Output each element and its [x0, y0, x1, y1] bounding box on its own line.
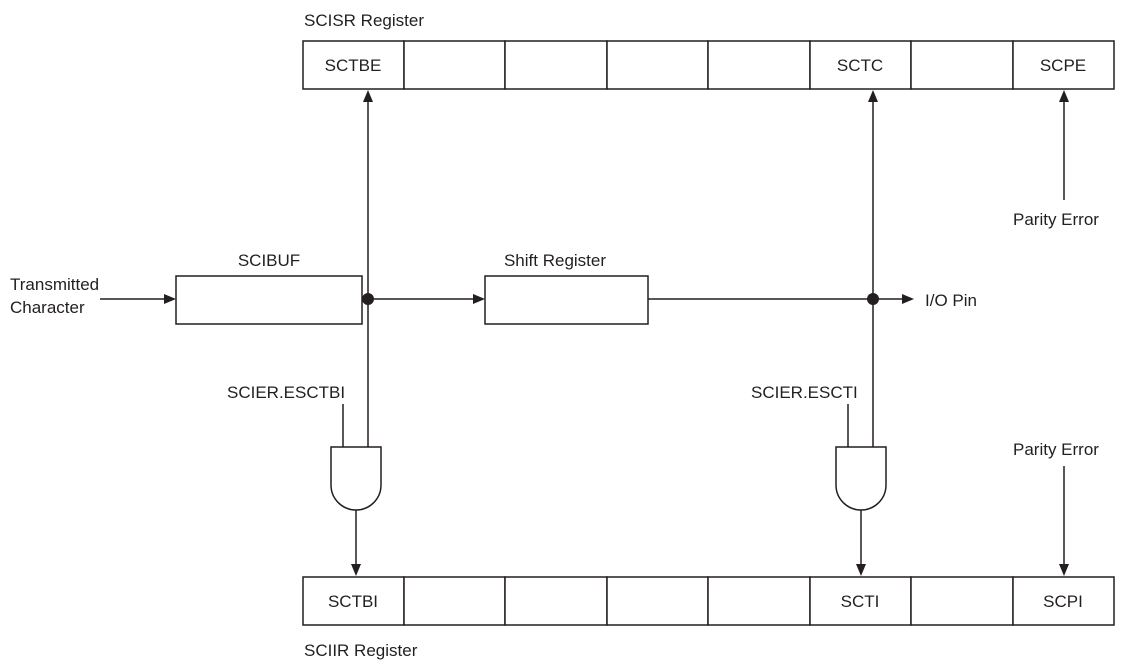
scisr-sctbe-label: SCTBE — [325, 56, 382, 75]
input-arrow — [164, 294, 176, 304]
sciir-register: SCTBI SCTI SCPI — [302, 576, 1115, 626]
shift-register-label: Shift Register — [504, 251, 606, 270]
scisr-cell-5 — [809, 40, 912, 90]
sciir-cell-7 — [1012, 576, 1115, 626]
sciir-register-title: SCIIR Register — [304, 641, 418, 660]
scisr-register: SCTBE SCTC SCPE — [302, 40, 1115, 90]
enable-scti-label: SCIER.ESCTI — [751, 383, 858, 402]
sciir-cell-5 — [809, 576, 912, 626]
scisr-sctc-label: SCTC — [837, 56, 883, 75]
scibuf-label: SCIBUF — [238, 251, 300, 270]
scisr-cell-0 — [302, 40, 405, 90]
scti-arrow — [856, 564, 866, 576]
parity-error-top-arrow — [1059, 90, 1069, 102]
sctbe-arrow — [363, 90, 373, 102]
scisr-cell-6 — [910, 40, 1014, 90]
sctbi-arrow — [351, 564, 361, 576]
parity-error-bottom-label: Parity Error — [1013, 440, 1099, 459]
transmitted-label-line2: Character — [10, 298, 85, 317]
sciir-scti-label: SCTI — [841, 592, 880, 611]
parity-error-bottom-arrow — [1059, 564, 1069, 576]
io-pin-arrow — [902, 294, 914, 304]
parity-error-top-label: Parity Error — [1013, 210, 1099, 229]
enable-sctbi-label: SCIER.ESCTBI — [227, 383, 345, 402]
sciir-cell-4 — [707, 576, 811, 626]
and-gate-sctbi — [330, 446, 382, 511]
sciir-scpi-label: SCPI — [1043, 592, 1083, 611]
scisr-cell-3 — [606, 40, 709, 90]
scisr-cell-4 — [707, 40, 811, 90]
transmitted-label-line1: Transmitted — [10, 275, 99, 294]
scisr-cell-7 — [1012, 40, 1115, 90]
sciir-sctbi-label: SCTBI — [328, 592, 378, 611]
sciir-cell-6 — [910, 576, 1014, 626]
sciir-cell-3 — [606, 576, 709, 626]
scisr-register-title: SCISR Register — [304, 11, 424, 30]
scibuf-box — [175, 275, 363, 325]
sctc-arrow — [868, 90, 878, 102]
scisr-cell-1 — [403, 40, 506, 90]
scisr-cell-2 — [504, 40, 608, 90]
sciir-cell-1 — [403, 576, 506, 626]
scibuf-to-shift-arrow — [473, 294, 485, 304]
and-gate-scti — [835, 446, 887, 511]
shift-register-box — [484, 275, 649, 325]
scisr-scpe-label: SCPE — [1040, 56, 1086, 75]
sciir-cell-2 — [504, 576, 608, 626]
io-pin-label: I/O Pin — [925, 291, 977, 310]
